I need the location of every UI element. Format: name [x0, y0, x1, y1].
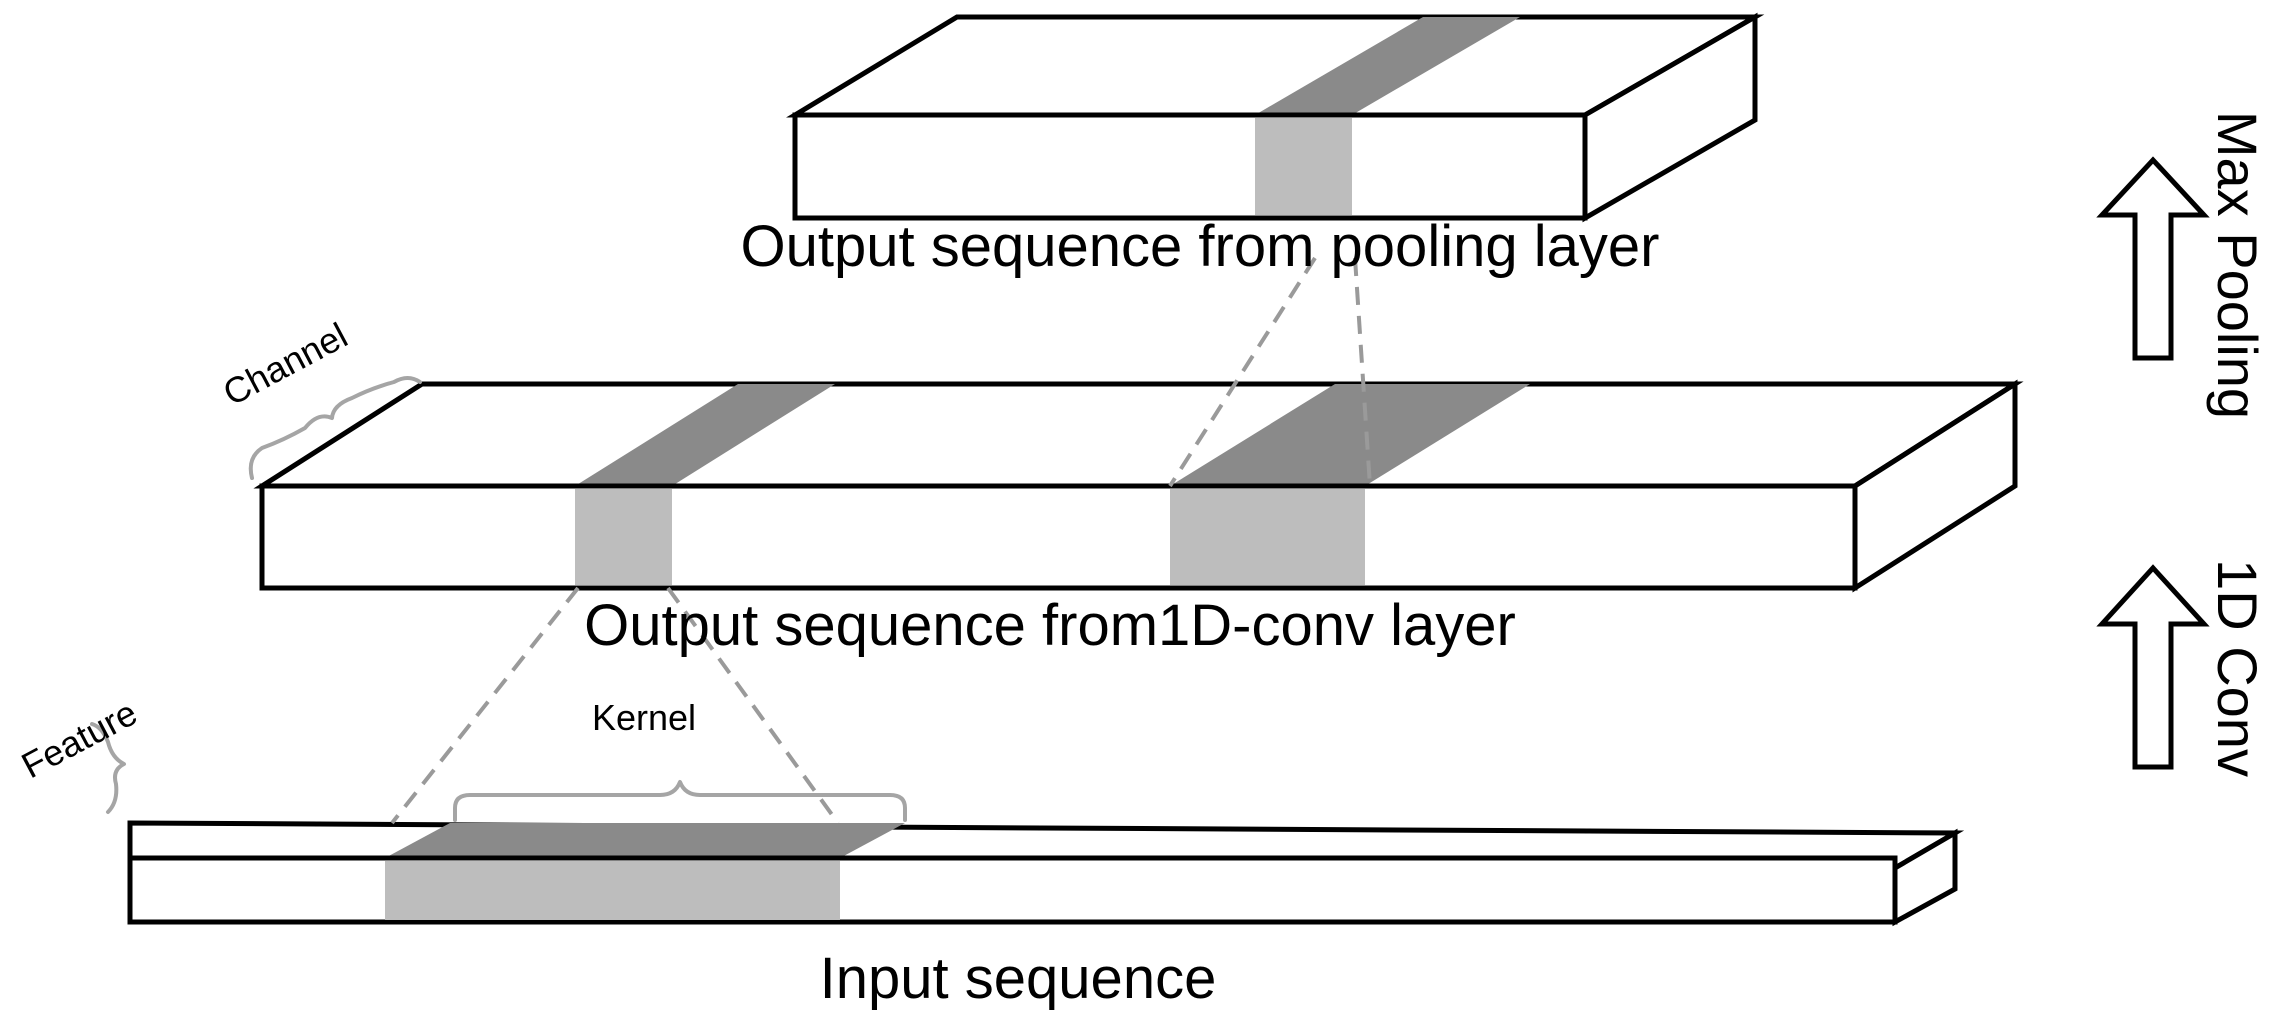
- input-sequence-label: Input sequence: [820, 946, 1217, 1011]
- kernel-label: Kernel: [592, 697, 696, 738]
- channel-label: Channel: [216, 314, 354, 413]
- conv-arrow-up-icon: [2096, 564, 2210, 770]
- conv-box-top: [253, 381, 2024, 489]
- conv-pool-window: [1170, 489, 1365, 585]
- conv-output-unit: [575, 489, 672, 585]
- conv-output-label: Output sequence from1D-conv layer: [584, 593, 1516, 658]
- pool-output-unit: [1255, 118, 1352, 215]
- input-sequence-block: [127, 820, 1965, 927]
- pool-projection-left: [1168, 256, 1317, 488]
- conv-operation-label: 1D Conv: [2206, 559, 2269, 777]
- conv-window-top-left: [575, 384, 835, 486]
- pool-box-front: [792, 112, 1588, 221]
- conv-projection-right: [666, 586, 840, 825]
- pool-window-top: [1255, 17, 1520, 115]
- pool-projection-right: [1353, 257, 1372, 487]
- feature-brace: [90, 722, 126, 814]
- feature-label: Feature: [15, 692, 144, 786]
- pool-output-label: Output sequence from pooling layer: [741, 214, 1660, 279]
- input-kernel-window-top: [385, 823, 905, 858]
- pool-output-block: [786, 12, 1765, 223]
- channel-brace: [248, 376, 422, 480]
- conv-box-front: [259, 483, 1858, 591]
- conv-projection-left: [390, 586, 580, 825]
- conv-output-block: [253, 379, 2024, 593]
- pool-arrow-up-icon: [2096, 156, 2210, 361]
- input-kernel-window: [385, 861, 840, 920]
- conv-window-top-right: [1170, 384, 1530, 486]
- kernel-brace: [453, 780, 907, 822]
- pool-operation-label: Max Pooling: [2206, 111, 2269, 419]
- projection-lines: [390, 256, 1372, 825]
